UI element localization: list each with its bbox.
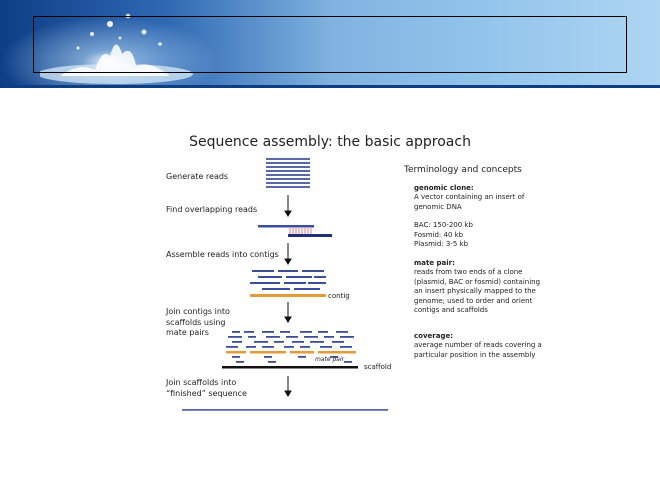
step-generate-reads: Generate reads	[166, 172, 229, 181]
scaffold-reads	[226, 331, 354, 348]
term-text: (plasmid, BAC or fosmid) containing	[414, 277, 541, 286]
step-join-scaffolds-line: Join scaffolds into	[166, 378, 237, 387]
mate-pair-links	[232, 356, 352, 363]
term-coverage: coverage: average number of reads coveri…	[414, 332, 575, 361]
term-text: reads from two ends of a clone	[414, 268, 523, 276]
term-text: BAC: 150-200 kb	[414, 221, 473, 229]
step-join-contigs: Join contigs into scaffolds using mate p…	[166, 307, 230, 339]
overlapping-reads	[258, 225, 332, 237]
term-mate-pair: mate pair: reads from two ends of a clon…	[414, 259, 575, 316]
term-text: average number of reads covering a	[414, 341, 542, 349]
term-genomic-clone: genomic clone: A vector containing an in…	[414, 184, 575, 213]
banner-divider	[0, 85, 660, 88]
scaffold-label: scaffold	[364, 363, 391, 371]
term-text: Plasmid: 3-5 kb	[414, 240, 469, 248]
step-join-contigs-line: scaffolds using	[166, 317, 226, 327]
term-text: genomic DNA	[414, 202, 462, 211]
scaffold-contigs	[226, 351, 356, 354]
terminology-heading: Terminology and concepts	[404, 165, 522, 175]
term-text: an insert physically mapped to the	[414, 287, 536, 295]
term-text: genome; used to order and orient	[414, 296, 533, 305]
step-join-scaffolds: Join scaffolds into “finished” sequence	[166, 378, 247, 399]
step-join-contigs-line: Join contigs into	[166, 307, 230, 316]
reads-sequence-block	[266, 158, 310, 188]
step-join-scaffolds-line: “finished” sequence	[166, 388, 247, 398]
scaffold-bar	[222, 366, 358, 369]
arrow-1	[284, 195, 292, 217]
step-join-contigs-line: mate pairs	[166, 328, 209, 337]
term-name: coverage:	[414, 331, 454, 340]
step-find-overlapping-reads: Find overlapping reads	[166, 205, 258, 214]
slide-title: Sequence assembly: the basic approach	[189, 134, 471, 150]
term-text: particular position in the assembly	[414, 350, 536, 359]
finished-sequence	[182, 409, 388, 411]
terminology-panel: Terminology and concepts genomic clone: …	[404, 165, 575, 369]
banner-frame	[33, 16, 627, 73]
contig-reads	[250, 270, 326, 290]
arrow-2	[284, 243, 292, 265]
step-assemble-contigs: Assemble reads into contigs	[166, 250, 279, 259]
arrow-4	[284, 376, 292, 397]
water-splash-image	[40, 13, 193, 84]
mate-pair-label: mate pair	[315, 356, 345, 363]
term-text: Fosmid: 40 kb	[414, 230, 464, 239]
contig-label: contig	[328, 292, 350, 300]
arrow-3	[284, 302, 292, 323]
term-clone-sizes: BAC: 150-200 kb Fosmid: 40 kb Plasmid: 3…	[414, 221, 575, 250]
term-name: genomic clone:	[414, 183, 474, 192]
contig-bar	[250, 294, 326, 297]
header-banner	[0, 0, 660, 88]
term-text: contigs and scaffolds	[414, 306, 488, 314]
term-name: mate pair:	[414, 258, 455, 267]
term-text: A vector containing an insert of	[414, 193, 525, 201]
